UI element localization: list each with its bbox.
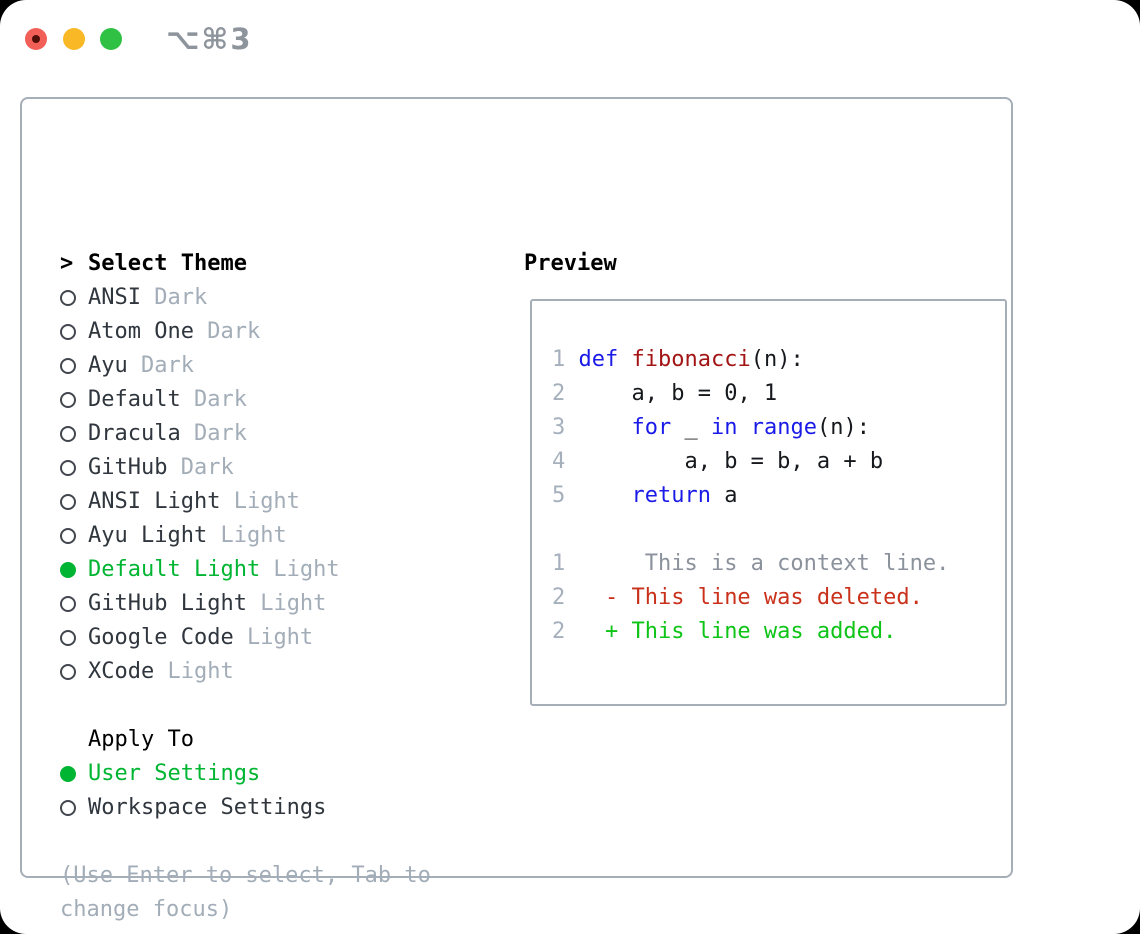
code-line: 2 a, b = 0, 1: [552, 381, 778, 406]
theme-name: Ayu: [88, 353, 128, 378]
theme-name: Dracula: [88, 421, 181, 446]
radio-icon: [60, 494, 88, 510]
theme-name: GitHub Light: [88, 591, 247, 616]
code-line: 4 a, b = b, a + b: [552, 449, 884, 474]
theme-option-atom-one-dark[interactable]: Atom One Dark: [60, 315, 431, 349]
theme-option-ansi-light-light[interactable]: ANSI Light Light: [60, 485, 431, 519]
code-line: 3 for _ in range(n):: [552, 415, 870, 440]
theme-variant: Dark: [127, 353, 194, 378]
apply-option-workspace-settings[interactable]: Workspace Settings: [60, 791, 431, 825]
close-button[interactable]: [25, 28, 47, 50]
theme-variant: Light: [220, 489, 300, 514]
radio-icon: [60, 596, 88, 612]
theme-variant: Light: [207, 523, 287, 548]
radio-icon: [60, 290, 88, 306]
theme-name: Ayu Light: [88, 523, 208, 548]
theme-name: Atom One: [88, 319, 194, 344]
window-title: ⌥⌘3: [166, 22, 253, 56]
code-line: 1 def fibonacci(n):: [552, 347, 804, 372]
preview-box: 1 def fibonacci(n): 2 a, b = 0, 1 3 for _ …: [530, 299, 1007, 706]
blank-line: [552, 513, 949, 547]
theme-variant: Light: [154, 659, 234, 684]
code-preview: 1 def fibonacci(n): 2 a, b = 0, 1 3 for _ …: [552, 343, 949, 649]
theme-variant: Dark: [180, 387, 247, 412]
theme-name: ANSI: [88, 285, 141, 310]
code-line: 5 return a: [552, 483, 738, 508]
radio-selected-icon: [60, 766, 88, 782]
preview-title: Preview: [524, 251, 617, 276]
theme-variant: Light: [246, 591, 327, 616]
radio-icon: [60, 800, 88, 816]
apply-option-label: Workspace Settings: [88, 795, 327, 820]
section-gap: [60, 689, 431, 723]
radio-selected-icon: [60, 562, 88, 578]
apply-to-header: Apply To: [60, 723, 431, 757]
theme-variant: Dark: [180, 421, 247, 446]
theme-option-dracula-dark[interactable]: Dracula Dark: [60, 417, 431, 451]
zoom-button[interactable]: [100, 28, 122, 50]
selection-caret-icon: >: [60, 251, 74, 276]
theme-option-github-light-light[interactable]: GitHub Light Light: [60, 587, 431, 621]
radio-icon: [60, 630, 88, 646]
code-line: 1 This is a context line.: [552, 551, 950, 576]
radio-icon: [60, 426, 88, 442]
apply-option-label: User Settings: [88, 761, 261, 786]
theme-variant: Dark: [140, 285, 208, 310]
minimize-button[interactable]: [63, 28, 85, 50]
theme-name: GitHub: [88, 455, 168, 480]
theme-option-ansi-dark[interactable]: ANSI Dark: [60, 281, 431, 315]
theme-name: ANSI Light: [88, 489, 221, 514]
apply-to-header-label: Apply To: [88, 727, 194, 752]
theme-option-google-code-light[interactable]: Google Code Light: [60, 621, 431, 655]
theme-variant: Light: [260, 557, 340, 582]
select-theme-header-label: Select Theme: [88, 251, 247, 276]
theme-option-default-light-light[interactable]: Default Light Light: [60, 553, 431, 587]
theme-name: Default: [88, 387, 181, 412]
theme-variant: Light: [233, 625, 314, 650]
theme-option-ayu-dark[interactable]: Ayu Dark: [60, 349, 431, 383]
theme-variant: Dark: [167, 455, 234, 480]
theme-name: Default Light: [88, 557, 261, 582]
radio-icon: [60, 528, 88, 544]
hint-text: (Use Enter to select, Tab to change focu…: [60, 863, 431, 922]
radio-icon: [60, 664, 88, 680]
theme-option-ayu-light-light[interactable]: Ayu Light Light: [60, 519, 431, 553]
theme-variant: Dark: [193, 319, 261, 344]
code-line: 2 + This line was added.: [552, 619, 897, 644]
theme-option-default-dark[interactable]: Default Dark: [60, 383, 431, 417]
theme-option-github-dark[interactable]: GitHub Dark: [60, 451, 431, 485]
theme-name: Google Code: [88, 625, 234, 650]
radio-icon: [60, 358, 88, 374]
theme-option-xcode-light[interactable]: XCode Light: [60, 655, 431, 689]
apply-option-user-settings[interactable]: User Settings: [60, 757, 431, 791]
radio-icon: [60, 324, 88, 340]
radio-icon: [60, 460, 88, 476]
code-line: 2 - This line was deleted.: [552, 585, 923, 610]
theme-name: XCode: [88, 659, 155, 684]
select-theme-header: > Select Theme: [60, 247, 431, 281]
radio-icon: [60, 392, 88, 408]
